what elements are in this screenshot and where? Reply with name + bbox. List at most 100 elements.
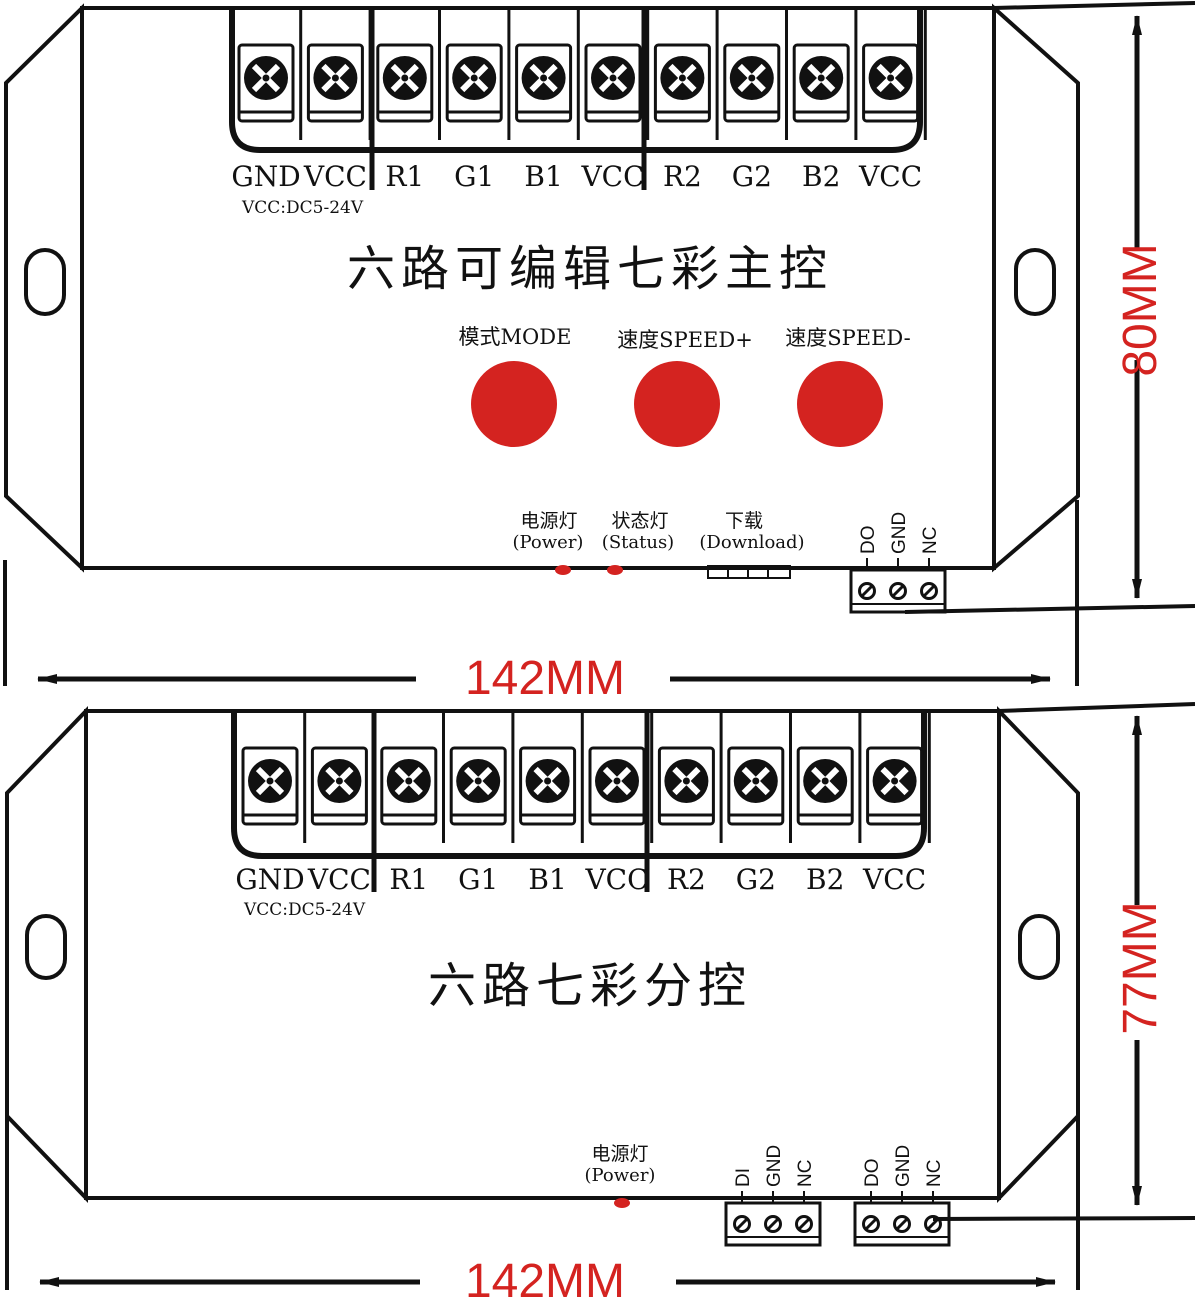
pin-label: NC — [920, 527, 941, 554]
terminal-screw — [445, 8, 511, 140]
terminal-screw — [588, 711, 654, 843]
mode-button-label: 模式MODE — [459, 325, 572, 349]
download-port — [707, 565, 791, 579]
pin-label: GND — [893, 1145, 914, 1187]
sub-terminal-block — [231, 711, 927, 859]
terminal-label: G2 — [736, 863, 776, 896]
sub-output-pin-labels: DO GND NC — [862, 1145, 945, 1187]
sub-terminal-screws — [241, 711, 931, 843]
main-right-flange — [992, 3, 1080, 573]
sub-height-label: 77MM — [1114, 901, 1167, 1034]
pin-label: GND — [889, 512, 910, 554]
pin-label: NC — [924, 1160, 945, 1187]
status-led-label: 状态灯 — [611, 510, 668, 532]
terminal-label: R2 — [663, 160, 702, 193]
terminal-screw — [653, 8, 719, 140]
sub-output-connector — [853, 1191, 951, 1247]
terminal-label: B1 — [528, 863, 566, 896]
terminal-label: VCC — [862, 863, 926, 896]
sub-left-flange — [5, 706, 88, 1203]
sub-power-led-label: 电源灯 — [591, 1143, 648, 1165]
terminal-label: VCC — [580, 160, 644, 193]
terminal-label: G2 — [732, 160, 772, 193]
pin-label: DO — [862, 1159, 883, 1188]
terminal-label: B1 — [524, 160, 562, 193]
terminal-screw — [862, 8, 927, 140]
pin-label: GND — [764, 1145, 785, 1187]
speed-up-button-label: 速度SPEED+ — [617, 328, 753, 352]
status-led-label-en: (Status) — [602, 532, 674, 553]
main-output-lead — [904, 604, 1195, 614]
main-terminal-screws — [237, 8, 927, 140]
speed-up-button[interactable] — [634, 361, 720, 447]
main-height-label: 80MM — [1114, 243, 1167, 376]
terminal-screw — [727, 711, 792, 843]
power-led — [555, 565, 571, 575]
main-terminal-block — [229, 8, 923, 153]
terminal-screw — [306, 8, 372, 140]
main-left-flange — [4, 3, 84, 573]
terminal-screw — [241, 711, 307, 843]
terminal-screw — [866, 711, 931, 843]
sub-right-mount-slot — [1018, 914, 1060, 980]
speed-down-button-label: 速度SPEED- — [785, 326, 911, 350]
download-port-label: 下载 — [725, 510, 763, 532]
sub-height-extension-top — [998, 702, 1195, 713]
terminal-screw — [515, 8, 580, 140]
sub-power-led — [614, 1198, 630, 1208]
status-led — [607, 565, 623, 575]
sub-output-lead — [932, 1216, 1195, 1221]
sub-input-pin-labels: DI GND NC — [733, 1145, 816, 1187]
speed-down-button[interactable] — [797, 361, 883, 447]
power-led-label-en: (Power) — [513, 532, 584, 553]
main-voltage-label: VCC:DC5-24V — [241, 198, 364, 218]
terminal-label: GND — [235, 863, 304, 896]
main-output-pin-labels: DO GND NC — [858, 512, 941, 554]
terminal-screw — [584, 8, 650, 140]
power-led-label: 电源灯 — [520, 510, 577, 532]
main-left-mount-slot — [24, 248, 66, 316]
terminal-screw — [723, 8, 788, 140]
terminal-screw — [796, 711, 862, 843]
terminal-label: VCC — [584, 863, 648, 896]
terminal-screw — [519, 711, 584, 843]
terminal-label: G1 — [458, 863, 498, 896]
main-body — [80, 6, 996, 570]
main-height-extension-top — [993, 1, 1195, 10]
pin-label: NC — [795, 1160, 816, 1187]
sub-width-label: 142MM — [465, 1255, 625, 1302]
terminal-label: G1 — [454, 160, 494, 193]
sub-input-connector — [724, 1191, 822, 1247]
sub-left-mount-slot — [25, 914, 67, 980]
sub-title: 六路七彩分控 — [428, 958, 752, 1014]
sub-body — [84, 709, 1001, 1200]
pin-label: DI — [733, 1168, 754, 1187]
terminal-label: VCC — [303, 160, 367, 193]
mode-button[interactable] — [471, 361, 557, 447]
pin-label: DO — [858, 526, 879, 555]
dimensions: 142MM 80MM 142MM 77MM — [3, 1, 1195, 1302]
sub-right-flange — [997, 706, 1080, 1203]
main-right-mount-slot — [1014, 248, 1056, 316]
terminal-screw — [237, 8, 303, 140]
terminal-screw — [449, 711, 515, 843]
download-port-label-en: (Download) — [699, 532, 804, 553]
terminal-screw — [310, 711, 376, 843]
terminal-screw — [376, 8, 441, 140]
main-width-label: 142MM — [465, 652, 625, 705]
main-output-connector — [849, 558, 947, 614]
terminal-label: B2 — [806, 863, 844, 896]
terminal-label: VCC — [858, 160, 922, 193]
terminal-label: B2 — [802, 160, 840, 193]
terminal-screw — [657, 711, 723, 843]
terminal-screw — [380, 711, 445, 843]
sub-power-led-label-en: (Power) — [585, 1165, 656, 1186]
terminal-label: R1 — [385, 160, 424, 193]
terminal-label: R2 — [667, 863, 706, 896]
terminal-label: GND — [231, 160, 300, 193]
